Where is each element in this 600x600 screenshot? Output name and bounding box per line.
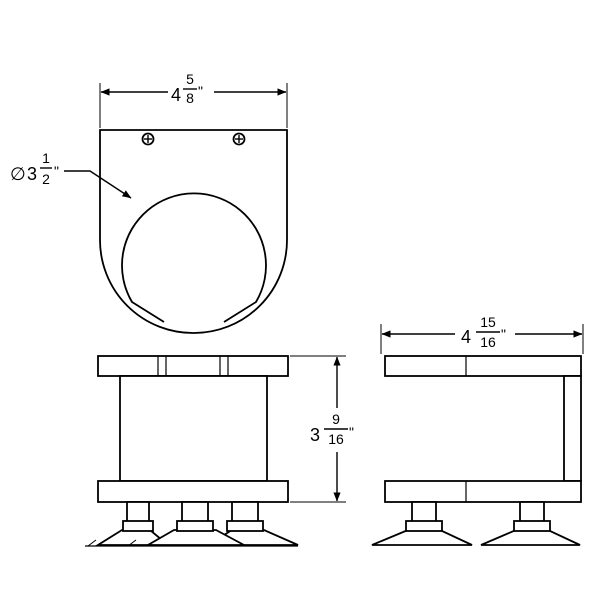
- dim-denominator: 16: [480, 334, 496, 350]
- dim-denominator: 2: [42, 171, 50, 187]
- side-bottom-plate: [384, 480, 582, 503]
- side-view: 4 15 16 ": [371, 314, 584, 546]
- side-top-plate: [384, 355, 582, 377]
- dim-whole: 3: [27, 164, 37, 184]
- dim-numerator: 9: [332, 411, 340, 427]
- side-foot-left: [371, 501, 473, 546]
- foot-left: [94, 501, 171, 546]
- dim-denominator: 8: [186, 90, 194, 106]
- dimension-hole-diameter: ∅ 3 1 2 ": [10, 150, 132, 199]
- dim-unit: ": [54, 163, 59, 179]
- foot-center: [144, 501, 245, 546]
- dimension-top-width: 4 5 8 ": [99, 71, 288, 128]
- dim-unit: ": [198, 83, 203, 99]
- side-foot-right: [480, 501, 581, 546]
- screw-head-icon: [141, 132, 155, 146]
- side-back-wall: [563, 375, 582, 482]
- screw-head-icon: [232, 132, 246, 146]
- top-view: 4 5 8 " ∅ 3 1 2 ": [10, 71, 288, 334]
- dim-unit: ": [501, 326, 506, 342]
- dim-denominator: 16: [328, 431, 344, 447]
- dim-whole: 3: [310, 425, 320, 445]
- dimension-height: 3 9 16 ": [290, 355, 354, 503]
- front-view: 3 9 16 ": [85, 355, 354, 547]
- dim-numerator: 15: [480, 314, 496, 330]
- dim-numerator: 5: [186, 71, 194, 87]
- dim-whole: 4: [461, 327, 471, 347]
- dimension-side-width: 4 15 16 ": [380, 314, 584, 354]
- dim-whole: 4: [171, 85, 181, 105]
- bottom-plate: [97, 480, 289, 503]
- top-plate: [97, 355, 289, 377]
- dim-unit: ": [349, 424, 354, 440]
- diameter-symbol: ∅: [10, 164, 26, 184]
- body: [119, 375, 268, 482]
- dim-numerator: 1: [42, 150, 50, 166]
- cup-hole-opening: [121, 192, 267, 323]
- arrowhead-icon: [64, 170, 132, 199]
